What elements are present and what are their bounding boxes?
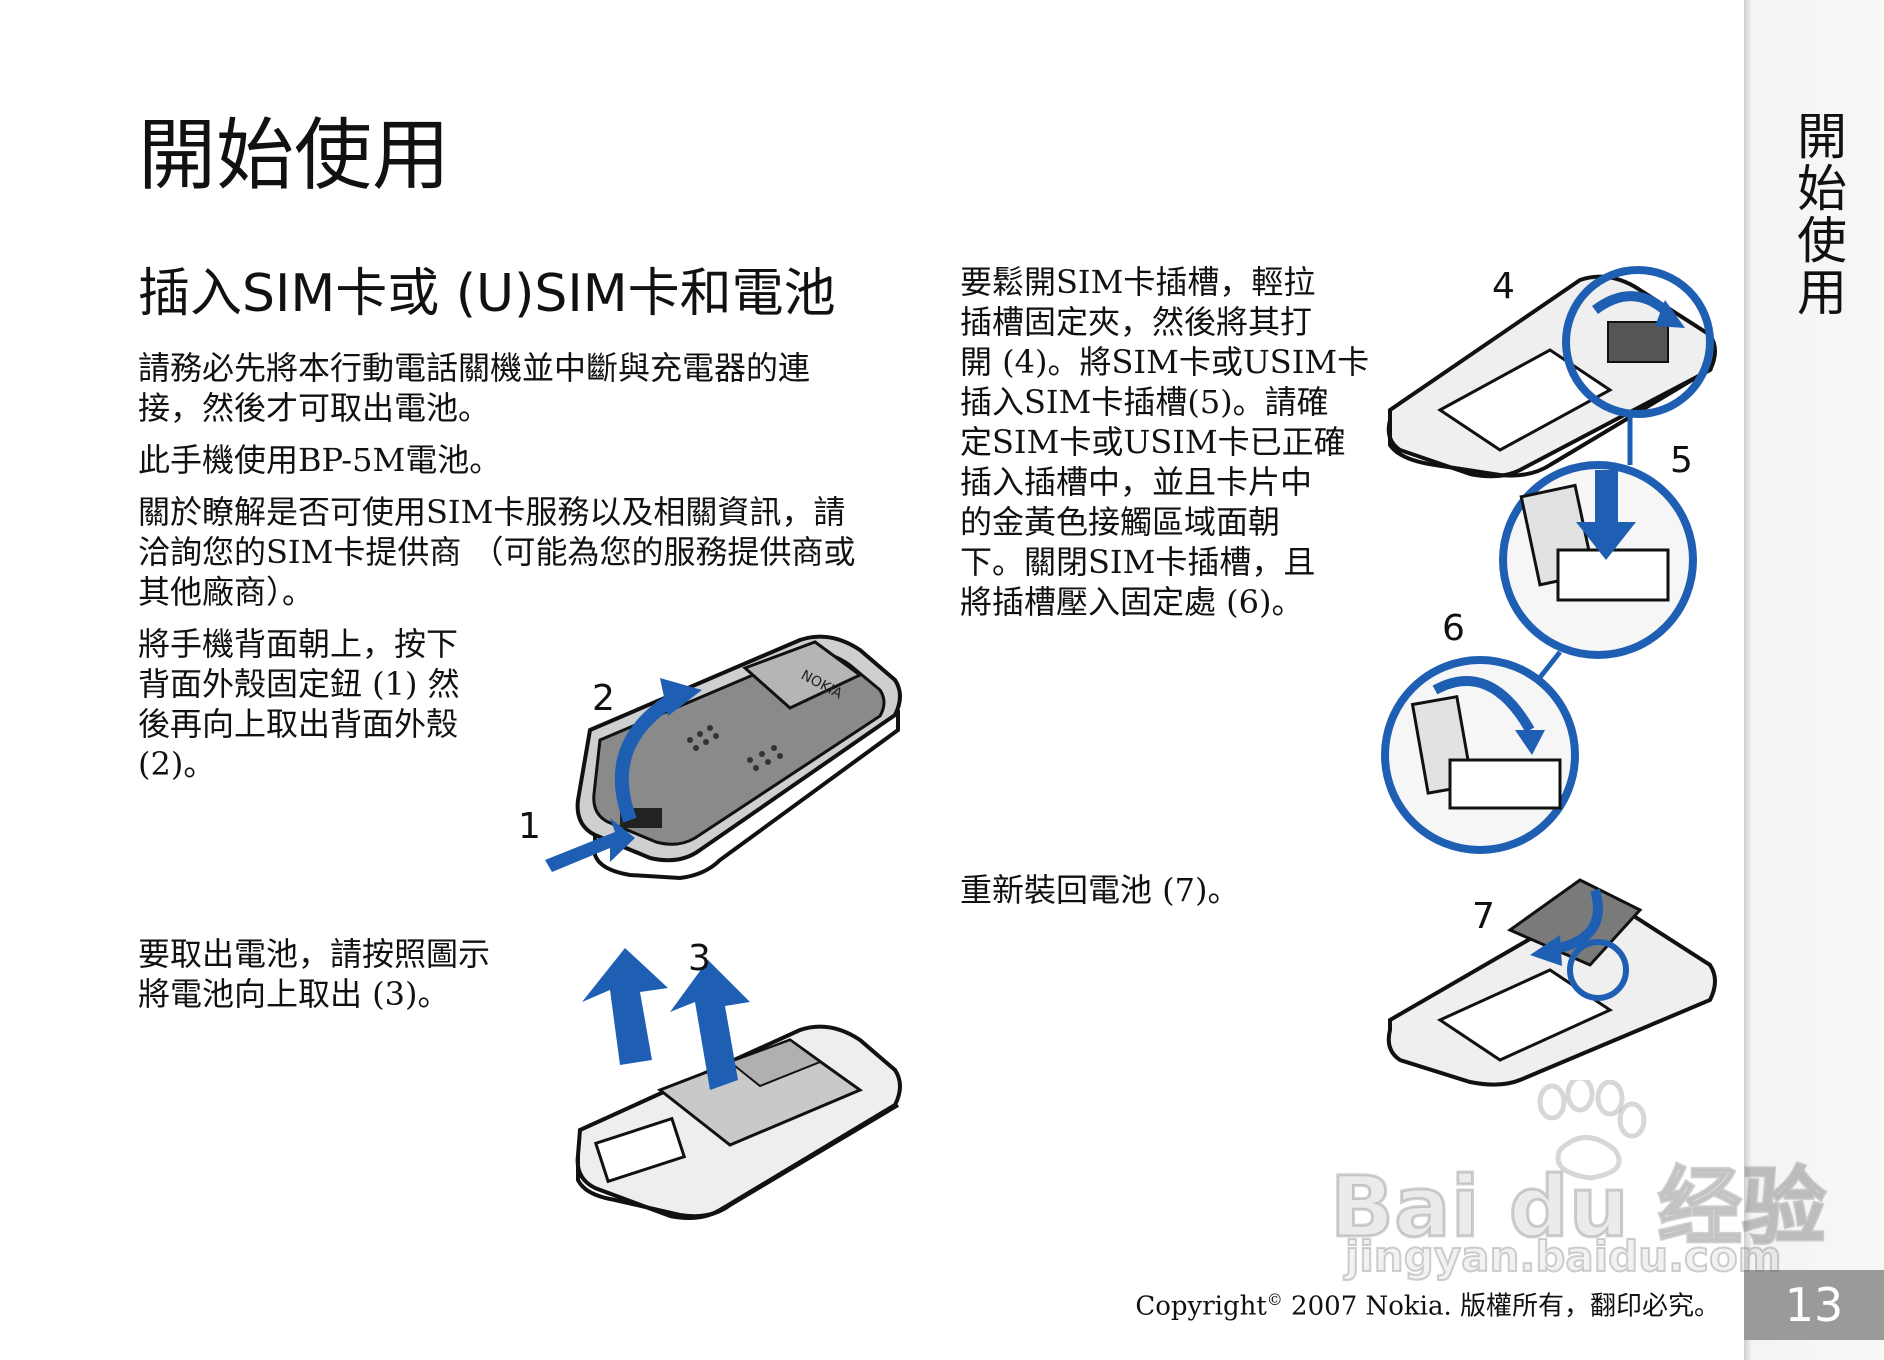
paragraph-sim-service: 關於瞭解是否可使用SIM卡服務以及相關資訊，請 洽詢您的SIM卡提供商 （可能為… <box>138 492 918 612</box>
text-line: 後再向上取出背面外殼 <box>138 705 459 743</box>
lift-arrow <box>614 688 684 823</box>
text-line: 洽詢您的SIM卡提供商 （可能為您的服務提供商或 <box>138 533 856 571</box>
sim-card-seated <box>1448 758 1562 810</box>
text-line: 接，然後才可取出電池。 <box>138 389 491 427</box>
close-arrow-head <box>1515 730 1545 755</box>
figure-insert-sim: 4 5 6 <box>1381 266 1717 854</box>
watermark-url: jingyan.baidu.com <box>1344 1231 1783 1282</box>
callout-3: 3 <box>688 938 711 979</box>
paragraph-battery-model: 此手機使用BP-5M電池。 <box>138 440 898 480</box>
text-line: 開 (4)。將SIM卡或USIM卡 <box>960 343 1370 381</box>
paragraph-remove-cover: 將手機背面朝上，按下 背面外殼固定鈕 (1) 然 後再向上取出背面外殼 (2)。 <box>138 624 508 784</box>
copyright-symbol: © <box>1266 1290 1283 1309</box>
text-line: 將電池向上取出 (3)。 <box>138 975 450 1013</box>
callout-6: 6 <box>1442 608 1465 649</box>
figure-remove-battery: 3 <box>575 938 902 1220</box>
phone-open-illustration <box>575 1024 902 1220</box>
phone-back-illustration: NOKIA <box>575 634 902 880</box>
insert-battery-arrow <box>1549 888 1603 955</box>
zoom-circle-6 <box>1381 656 1579 854</box>
text-line: 插入插槽中，並且卡片中 <box>960 463 1313 501</box>
push-arrow <box>545 818 635 872</box>
callout-5: 5 <box>1670 440 1693 481</box>
page-number: 13 <box>1744 1270 1884 1340</box>
zoom-circle-4 <box>1562 266 1714 418</box>
paragraph-insert-sim: 要鬆開SIM卡插槽，輕拉 插槽固定夾，然後將其打 開 (4)。將SIM卡或USI… <box>960 262 1380 622</box>
watermark-logo: Bai du 经验 <box>1329 1157 1828 1258</box>
lift-battery-arrow-left <box>582 948 668 1065</box>
chapter-title: 開始使用 <box>138 111 451 201</box>
text-line: 此手機使用BP-5M電池。 <box>138 441 502 479</box>
text-line: 插入SIM卡插槽(5)。請確 <box>960 383 1329 421</box>
insert-arrow <box>1576 470 1636 560</box>
close-arrow <box>1432 676 1535 733</box>
text-line: 將插槽壓入固定處 (6)。 <box>960 583 1304 621</box>
insert-battery-arrow-head <box>1530 935 1562 966</box>
section-title: 插入SIM卡或 (U)SIM卡和電池 <box>138 264 836 324</box>
contact-highlight <box>1567 939 1629 1001</box>
sim-card <box>1556 548 1670 602</box>
lift-arrow-head <box>660 678 702 716</box>
open-arrow-head <box>1655 300 1685 328</box>
paragraph-remove-battery: 要取出電池，請按照圖示 將電池向上取出 (3)。 <box>138 934 538 1014</box>
callout-2: 2 <box>592 678 615 719</box>
side-tab-title: 開始使用 <box>1789 110 1847 318</box>
text-line: 請務必先將本行動電話關機並中斷與充電器的連 <box>138 349 811 387</box>
text-line: 下。關閉SIM卡插槽，且 <box>960 543 1316 581</box>
callout-1: 1 <box>518 806 541 847</box>
copyright-prefix: Copyright <box>1135 1291 1267 1322</box>
copyright-suffix: 2007 Nokia. 版權所有，翻印必究。 <box>1282 1291 1720 1322</box>
text-line: 其他廠商）。 <box>138 573 315 611</box>
text-line: 重新裝回電池 (7)。 <box>960 871 1240 909</box>
text-line: 插槽固定夾，然後將其打 <box>960 303 1313 341</box>
text-line: 關於瞭解是否可使用SIM卡服務以及相關資訊，請 <box>138 493 846 531</box>
text-line: 要取出電池，請按照圖示 <box>138 935 491 973</box>
text-line: 將手機背面朝上，按下 <box>138 625 459 663</box>
text-line: 的金黃色接觸區域面朝 <box>960 503 1281 541</box>
figure-remove-cover: NOKIA 2 1 <box>518 634 902 880</box>
side-tab <box>1744 0 1884 1360</box>
text-line: (2)。 <box>138 745 216 783</box>
text-line: 定SIM卡或USIM卡已正確 <box>960 423 1346 461</box>
text-line: 要鬆開SIM卡插槽，輕拉 <box>960 263 1316 301</box>
copyright-notice: Copyright© 2007 Nokia. 版權所有，翻印必究。 <box>1120 1282 1720 1325</box>
text-line: 背面外殼固定鈕 (1) 然 <box>138 665 460 703</box>
figure-reinsert-battery: 7 <box>1386 878 1717 1087</box>
callout-7: 7 <box>1472 896 1495 937</box>
phone-open-illustration <box>1386 904 1717 1087</box>
callout-4: 4 <box>1492 266 1515 307</box>
sim-holder <box>1607 321 1669 363</box>
lift-battery-arrow-right <box>670 960 750 1090</box>
paragraph-reinsert-battery: 重新裝回電池 (7)。 <box>960 870 1360 910</box>
paragraph-power-off: 請務必先將本行動電話關機並中斷與充電器的連 接，然後才可取出電池。 <box>138 348 898 428</box>
